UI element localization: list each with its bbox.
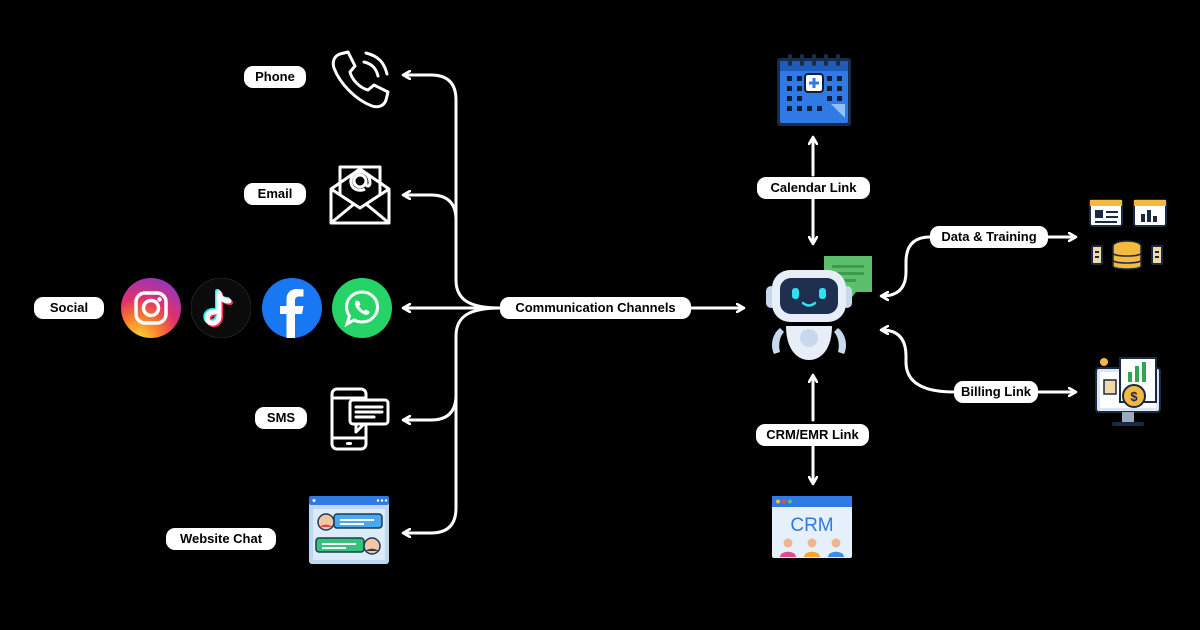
chatbot-icon [766, 256, 872, 360]
phone-label: Phone [244, 66, 306, 88]
email-label: Email [244, 183, 306, 205]
facebook-icon [262, 278, 322, 338]
billing-dashboard-icon: $ [1095, 357, 1161, 426]
connector-phone [404, 75, 502, 310]
crm-icon: CRM [772, 496, 852, 558]
sms-label: SMS [255, 407, 307, 429]
instagram-icon [121, 278, 181, 338]
calendar-icon [777, 54, 851, 126]
crm-text: CRM [790, 515, 833, 536]
calendar-link-label: Calendar Link [757, 177, 870, 199]
connector-sms [404, 306, 502, 420]
connector-email [404, 195, 458, 222]
connector-data-bot [882, 235, 932, 296]
communication-channels-label: Communication Channels [500, 297, 691, 319]
billing-link-label: Billing Link [954, 381, 1038, 403]
envelope-icon [329, 165, 391, 225]
crm-emr-link-label: CRM/EMR Link [756, 424, 869, 446]
tiktok-icon [191, 278, 251, 338]
connector-website-chat [404, 393, 458, 533]
phone-icon [331, 50, 390, 109]
social-label: Social [34, 297, 104, 319]
connector-billing-bot [882, 330, 956, 394]
data-analytics-icon [1089, 199, 1167, 270]
data-training-label: Data & Training [930, 226, 1048, 248]
whatsapp-icon [332, 278, 392, 338]
browser-chat-icon [309, 496, 389, 564]
smartphone-chat-icon [330, 387, 390, 451]
svg-text:$: $ [1130, 389, 1138, 404]
website-chat-label: Website Chat [166, 528, 276, 550]
